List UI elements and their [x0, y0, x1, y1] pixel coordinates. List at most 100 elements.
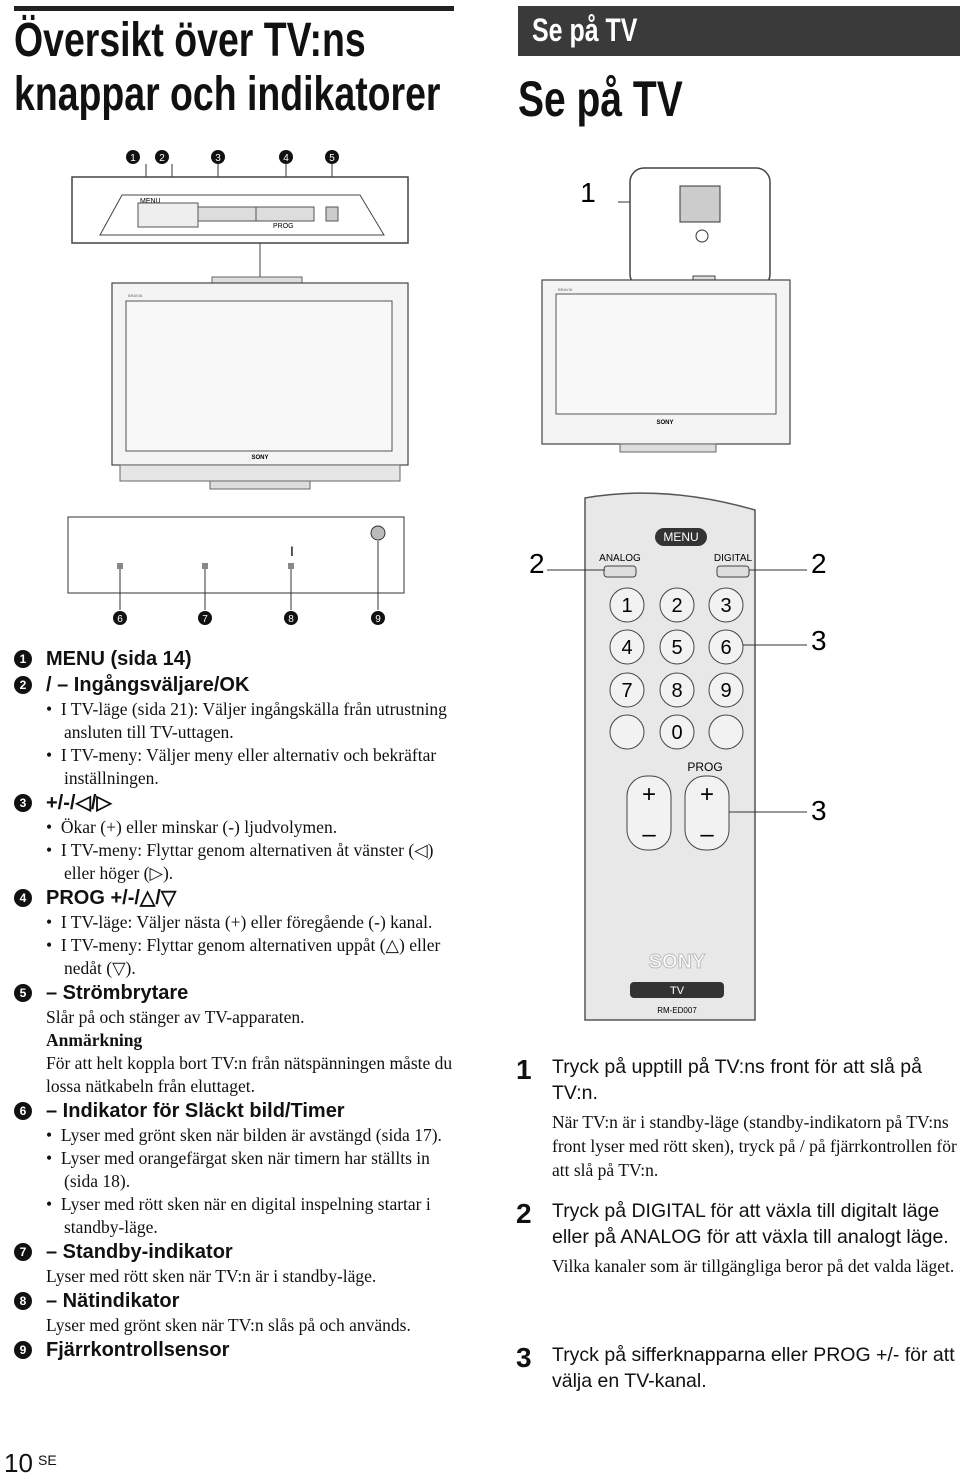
item-2-bullet-1: • I TV-läge (sida 21): Väljer ingångskäl…: [46, 699, 447, 742]
digit-5: 5: [671, 637, 682, 659]
digital-button: [716, 565, 750, 578]
item-5-text: Slår på och stänger av TV-apparaten.: [46, 1007, 305, 1027]
callout-8: 8: [288, 614, 294, 625]
tv-front-diagram: 1 2 3 4 5 MENU PROG BRAVIA SONY I 6 7 8 …: [67, 150, 409, 625]
digit-9: 9: [720, 680, 731, 702]
prog-rocker: [684, 775, 730, 851]
item-6: 6– Indikator för Släckt bild/Timer: [14, 1098, 464, 1124]
item-4-bullet-2: • I TV-meny: Flyttar genom alternativen …: [46, 935, 441, 978]
callout-5: 5: [329, 153, 335, 164]
remote-callout-2-right: 2: [811, 548, 827, 579]
prog-plus: +: [700, 781, 714, 808]
remote-prog-label: PROG: [687, 760, 722, 774]
item-2: 2/ – Ingångsväljare/OK: [14, 672, 464, 698]
callout-6: 6: [117, 614, 123, 625]
page-title: Översikt över TV:ns knappar och indikato…: [14, 14, 441, 122]
title-rule: [14, 6, 454, 11]
power-button: [325, 206, 339, 222]
item-8-text: Lyser med grönt sken när TV:n slås på oc…: [46, 1315, 411, 1335]
remote-control-diagram: MENU ANALOG DIGITAL 2 2 1 2 3 4 5 6 7 8 …: [529, 492, 827, 1021]
digit-buttons: [609, 587, 744, 750]
step-1-title: Tryck på upptill på TV:ns front för att …: [552, 1056, 922, 1104]
remote-analog-label: ANALOG: [599, 553, 641, 564]
step-2-text: Vilka kanaler som är tillgängliga beror …: [552, 1256, 955, 1276]
callout-9: 9: [375, 614, 381, 625]
step-2-title: Tryck på DIGITAL för att växla till digi…: [552, 1200, 949, 1248]
tv-power-diagram: 1 BRAVIA SONY: [541, 167, 791, 453]
menu-label: MENU: [140, 198, 161, 205]
item-5: 5– Strömbrytare: [14, 980, 464, 1006]
step-1-number: 1: [516, 1054, 532, 1085]
item-3: 3+/-/◁/▷: [14, 790, 464, 816]
remote-sensor: [370, 525, 386, 541]
title-line-2: knappar och indikatorer: [14, 68, 441, 121]
step-3: 3 Tryck på sifferknapparna eller PROG +/…: [516, 1342, 960, 1394]
remote-callout-3-top: 3: [811, 625, 827, 656]
item-6-bullet-1: • Lyser med grönt sken när bilden är avs…: [46, 1125, 442, 1145]
prog-minus: –: [700, 821, 714, 848]
step-3-number: 3: [516, 1342, 532, 1373]
item-7: 7– Standby-indikator: [14, 1239, 464, 1265]
digit-8: 8: [671, 680, 682, 702]
item-7-text: Lyser med rött sken när TV:n är i standb…: [46, 1266, 377, 1286]
remote-brand: SONY: [649, 951, 706, 973]
item-3-bullet-2: • I TV-meny: Flyttar genom alternativen …: [46, 840, 434, 883]
digit-1: 1: [621, 595, 632, 617]
item-3-bullet-1: • Ökar (+) eller minskar (-) ljudvolymen…: [46, 817, 338, 837]
prog-label: PROG: [273, 223, 294, 230]
digit-3: 3: [720, 595, 731, 617]
prog-buttons: [255, 206, 315, 222]
item-8: 8– Nätindikator: [14, 1288, 464, 1314]
section-title: Se på TV: [518, 71, 683, 127]
volume-rocker: [626, 775, 672, 851]
indicator-panel: [67, 516, 405, 594]
volume-plus: +: [642, 781, 656, 808]
step-2: 2 Tryck på DIGITAL för att växla till di…: [516, 1198, 960, 1278]
remote-callout-2-left: 2: [529, 548, 545, 579]
section-tab: Se på TV: [532, 12, 638, 48]
callout-7: 7: [202, 614, 208, 625]
item-2-bullet-2: • I TV-meny: Väljer meny eller alternati…: [46, 745, 437, 788]
tv-brand-label: SONY: [251, 455, 268, 461]
callout-4: 4: [283, 153, 289, 164]
section-header-bar: [518, 6, 960, 56]
step-1: 1 Tryck på upptill på TV:ns front för at…: [516, 1054, 960, 1182]
callouts-top: 1 2 3 4 5: [126, 150, 339, 164]
menu-input-buttons: [137, 202, 199, 228]
item-6-bullet-2: • Lyser med orangefärgat sken när timern…: [46, 1148, 430, 1191]
step-1-callout: 1: [580, 177, 596, 208]
item-6-bullet-3: • Lyser med rött sken när en digital ins…: [46, 1194, 431, 1237]
analog-button: [603, 565, 637, 578]
step-3-title: Tryck på sifferknapparna eller PROG +/- …: [552, 1344, 955, 1392]
remote-tv-label: TV: [670, 985, 685, 997]
remote-digital-label: DIGITAL: [714, 553, 753, 564]
digit-7: 7: [621, 680, 632, 702]
volume-buttons: [197, 206, 257, 222]
tv-brand-label-right: SONY: [656, 420, 673, 426]
svg-text:I: I: [290, 543, 294, 559]
tv-screen: [125, 300, 393, 452]
volume-minus: –: [642, 821, 656, 848]
tv-model-label: BRAVIA: [128, 293, 143, 298]
step-1-text: När TV:n är i standby-läge (standby-indi…: [552, 1112, 957, 1180]
callout-1: 1: [130, 153, 136, 164]
digit-4: 4: [621, 637, 632, 659]
tv-power-button: [679, 185, 721, 223]
remote-body: [584, 492, 756, 1021]
page-language: SE: [38, 1452, 57, 1468]
title-line-1: Översikt över TV:ns: [14, 14, 366, 67]
callout-3: 3: [215, 153, 221, 164]
callout-2: 2: [159, 153, 165, 164]
digit-6: 6: [720, 637, 731, 659]
callouts-bottom: 6 7 8 9: [113, 611, 385, 625]
page-number: 10: [4, 1448, 33, 1478]
item-4-bullet-1: • I TV-läge: Väljer nästa (+) eller före…: [46, 912, 433, 932]
tv-model-label-right: BRAVIA: [558, 287, 573, 292]
remote-menu-label: MENU: [663, 530, 698, 544]
digit-2: 2: [671, 595, 682, 617]
digit-0: 0: [671, 722, 682, 744]
